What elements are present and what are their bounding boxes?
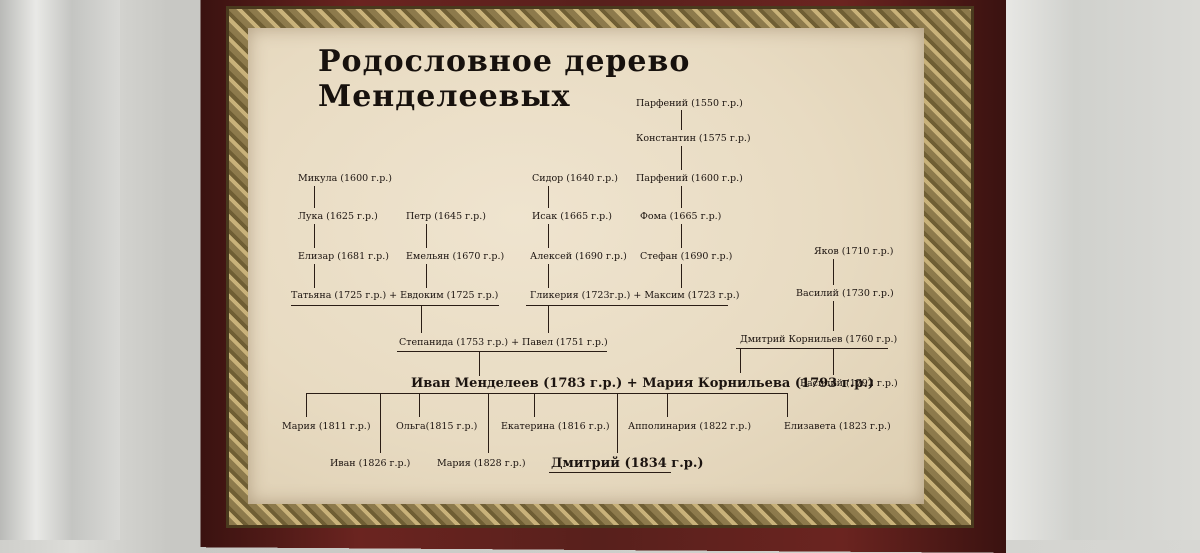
person-emelyan-1670: Емельян (1670 г.р.) xyxy=(406,251,505,262)
person-mikula-1600: Микула (1600 г.р.) xyxy=(298,173,393,184)
person-yakov-1710: Яков (1710 г.р.) xyxy=(814,246,894,257)
couple-tatyana-evdokim: Татьяна (1725 г.р.) + Евдоким (1725 г.р.… xyxy=(291,290,499,301)
child-olga-1815: Ольга(1815 г.р.) xyxy=(396,421,478,432)
couple-underline xyxy=(736,348,888,350)
tree-line xyxy=(314,264,316,288)
person-elizar-1681: Елизар (1681 г.р.) xyxy=(298,251,389,262)
child-dmitriy-1834: Дмитрий (1834 г.р.) xyxy=(551,456,704,471)
person-sidor-1640: Сидор (1640 г.р.) xyxy=(532,173,618,184)
tree-line xyxy=(548,306,550,333)
tree-line xyxy=(380,393,382,453)
person-isak-1665: Исак (1665 г.р.) xyxy=(532,211,612,222)
person-stefan-1690: Стефан (1690 г.р.) xyxy=(640,251,733,262)
couple-underline xyxy=(397,351,607,353)
child-ivan-1826: Иван (1826 г.р.) xyxy=(330,458,411,469)
tree-line xyxy=(740,349,742,373)
tree-line xyxy=(833,301,835,331)
person-aleksey-1690: Алексей (1690 г.р.) xyxy=(530,251,627,262)
tree-line xyxy=(421,306,423,333)
couple-glikeriya-maksim: Гликерия (1723г.р.) + Максим (1723 г.р.) xyxy=(530,290,740,301)
dmitriy-underline xyxy=(549,472,671,474)
wall-right xyxy=(990,0,1200,540)
wall-left xyxy=(0,0,120,540)
tree-line xyxy=(548,186,550,208)
tree-line xyxy=(667,393,669,417)
child-appolinariya-1822: Апполинария (1822 г.р.) xyxy=(628,421,752,432)
couple-underline xyxy=(526,305,728,307)
tree-line xyxy=(548,224,550,248)
tree-line xyxy=(833,259,835,285)
poster-title: Родословное дерево Менделеевых xyxy=(318,44,691,114)
tree-line xyxy=(681,110,683,130)
child-mariya-1828: Мария (1828 г.р.) xyxy=(437,458,526,469)
person-konstantin-1575: Константин (1575 г.р.) xyxy=(636,133,751,144)
person-parfeniy-1600: Парфений (1600 г.р.) xyxy=(636,173,743,184)
tree-line xyxy=(681,186,683,208)
children-line xyxy=(306,393,788,395)
tree-line xyxy=(426,224,428,248)
couple-ivan-mariya-mendeleev: Иван Менделеев (1783 г.р.) + Мария Корни… xyxy=(411,376,874,391)
couple-underline xyxy=(291,305,499,307)
child-elizaveta-1823: Елизавета (1823 г.р.) xyxy=(784,421,891,432)
tree-line xyxy=(833,349,835,375)
person-vasiliy-1792: Василий (1792 г.р.) xyxy=(800,378,898,389)
tree-line xyxy=(548,264,550,288)
tree-line xyxy=(681,146,683,170)
tree-line xyxy=(419,393,421,417)
tree-line xyxy=(787,393,789,417)
tree-line xyxy=(681,224,683,248)
person-petr-1645: Петр (1645 г.р.) xyxy=(406,211,486,222)
tree-line xyxy=(534,393,536,417)
family-tree-poster xyxy=(248,28,924,504)
tree-line xyxy=(617,393,619,453)
child-mariya-1811: Мария (1811 г.р.) xyxy=(282,421,371,432)
person-luka-1625: Лука (1625 г.р.) xyxy=(298,211,378,222)
tree-line xyxy=(314,186,316,208)
tree-line xyxy=(488,393,490,453)
tree-line xyxy=(314,224,316,248)
person-dmitriy-kornilyev-1760: Дмитрий Корнильев (1760 г.р.) xyxy=(740,334,898,345)
tree-line xyxy=(426,264,428,288)
tree-line xyxy=(306,393,308,417)
tree-line xyxy=(681,264,683,288)
person-parfeniy-1550: Парфений (1550 г.р.) xyxy=(636,98,743,109)
couple-stepanida-pavel: Степанида (1753 г.р.) + Павел (1751 г.р.… xyxy=(399,337,608,348)
tree-line xyxy=(479,352,481,376)
person-foma-1665: Фома (1665 г.р.) xyxy=(640,211,722,222)
person-vasiliy-1730: Василий (1730 г.р.) xyxy=(796,288,894,299)
child-ekaterina-1816: Екатерина (1816 г.р.) xyxy=(501,421,610,432)
